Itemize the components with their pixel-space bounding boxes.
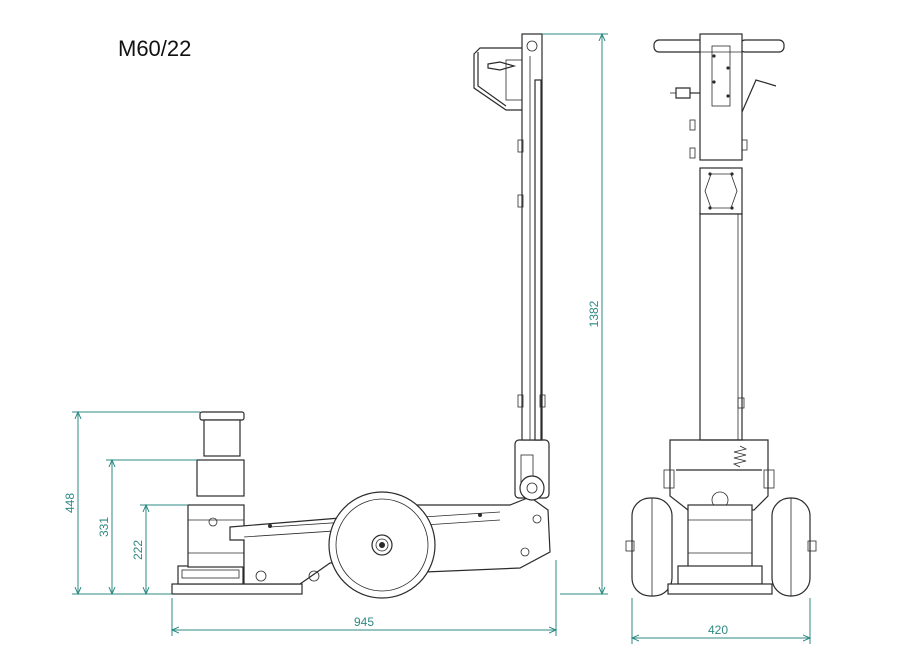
dimensions: 448 331 222 1382 945 420 — [63, 34, 810, 644]
dim-label-420: 420 — [708, 623, 728, 637]
frame — [669, 439, 769, 511]
base-foot — [177, 565, 244, 585]
front-cylinder — [687, 504, 753, 568]
right-grip — [739, 39, 785, 53]
front-base — [667, 583, 773, 595]
side-view — [171, 33, 551, 599]
left-grip — [653, 39, 705, 53]
dim-label-331: 331 — [97, 517, 111, 537]
cylinder-stage-2 — [196, 459, 245, 497]
handle-grip — [473, 47, 522, 111]
cylinder-stage-3 — [203, 419, 241, 457]
valve-lever — [487, 61, 517, 71]
spring — [732, 445, 748, 468]
dim-label-1382: 1382 — [587, 300, 601, 327]
front-shaft — [699, 213, 743, 441]
mounting-plate — [699, 167, 743, 215]
dim-label-222: 222 — [131, 540, 145, 560]
base-plate — [171, 583, 303, 595]
front-view — [625, 33, 817, 597]
handle-pivot — [514, 439, 550, 501]
control-head — [699, 33, 743, 161]
dim-label-945: 945 — [354, 615, 374, 629]
side-wheel — [328, 491, 436, 599]
side-handle — [473, 33, 546, 441]
lifting-saddle — [199, 411, 245, 421]
air-inlet — [675, 87, 691, 99]
lifting-cylinder — [187, 411, 245, 568]
bolt-2 — [308, 570, 320, 582]
front-foot — [677, 565, 763, 585]
model-title: M60/22 — [118, 36, 192, 61]
dim-label-448: 448 — [63, 493, 77, 513]
bolt-1 — [255, 570, 267, 582]
release-lever — [741, 79, 777, 113]
